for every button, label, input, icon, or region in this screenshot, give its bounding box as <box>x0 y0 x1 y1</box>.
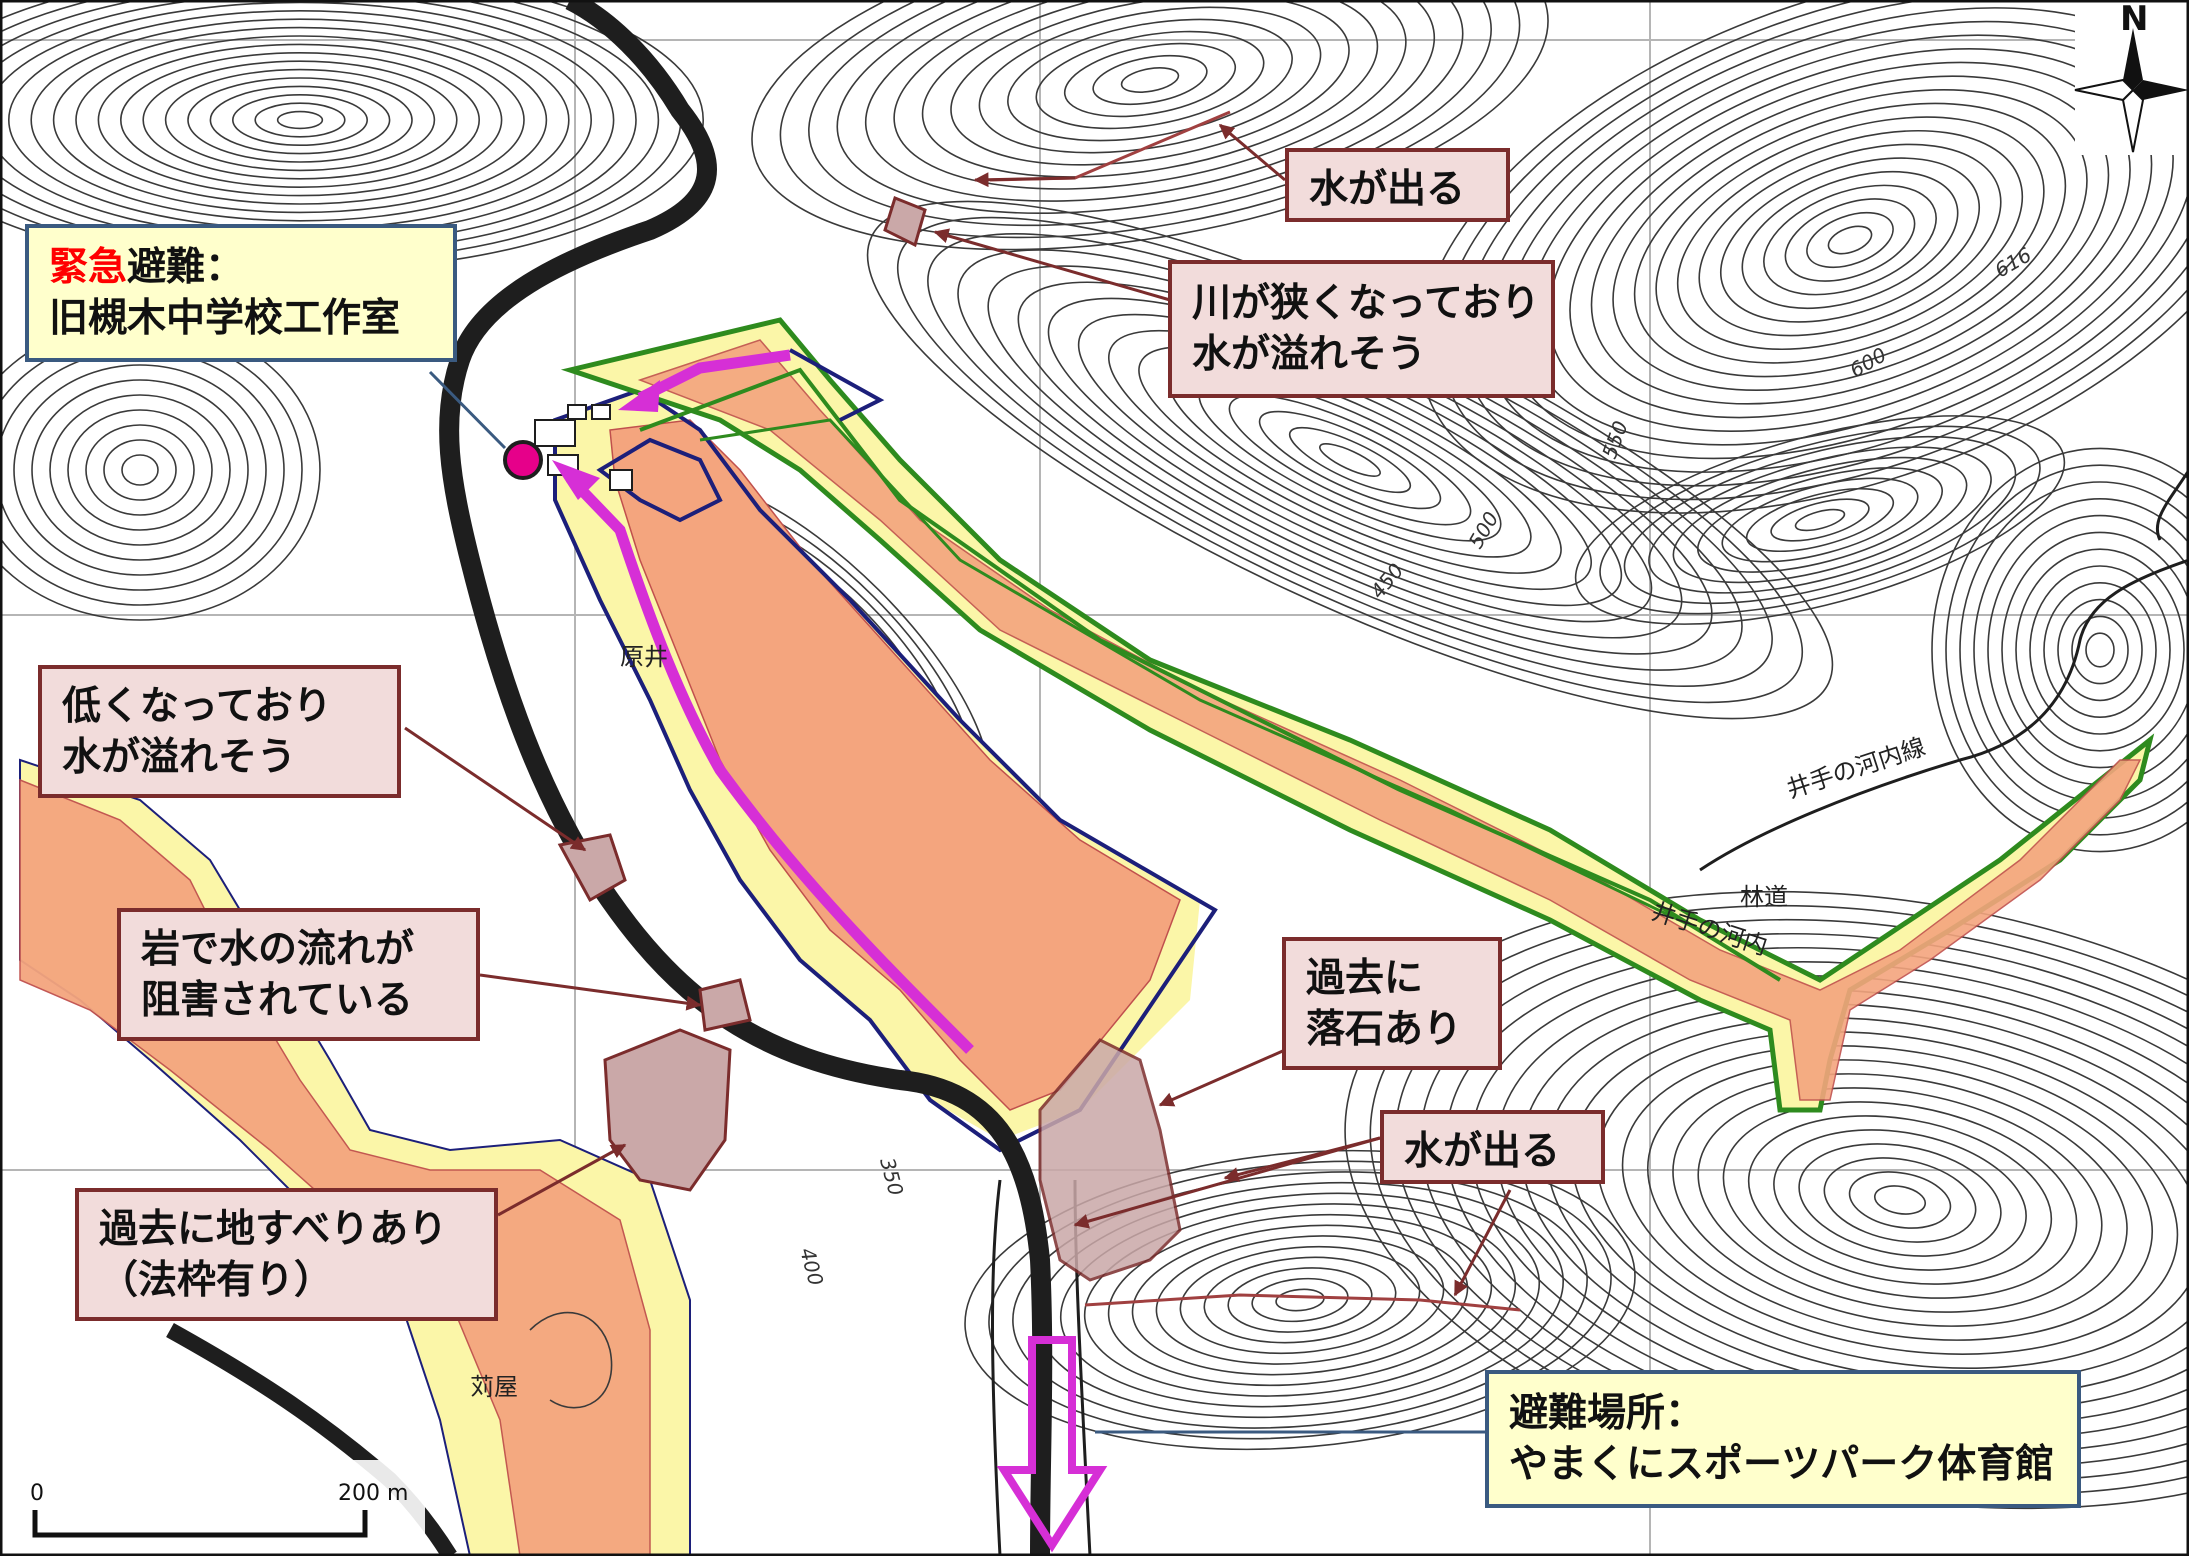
place-label-harai: 原井 <box>620 643 668 671</box>
forest-road-label-1: 林道 <box>1740 883 1788 911</box>
river-tributary <box>166 1323 457 1556</box>
river-narrow-line1: 川が狭くなっており <box>1192 281 1540 326</box>
river-narrow-callout: 川が狭くなっており 水が溢れそう <box>1168 260 1555 398</box>
scale-end: 200 m <box>338 1481 408 1506</box>
low-overflow-line2: 水が溢れそう <box>62 735 297 781</box>
landslide-line1: 過去に地すべりあり <box>99 1207 448 1252</box>
place-label-kariya: 苅屋 <box>470 1373 518 1401</box>
emergency-prefix: 緊急 <box>49 245 128 290</box>
rock-block-callout: 岩で水の流れが 阻害されている <box>117 908 480 1041</box>
stream-hazard-corridor <box>560 317 2155 1113</box>
low-overflow-line1: 低くなっており <box>62 684 332 729</box>
emergency-line2: 旧槻木中学校工作室 <box>49 296 401 342</box>
emergency-shelter-callout: 緊急避難： 旧槻木中学校工作室 <box>25 224 457 362</box>
shelter-callout: 避難場所： やまくにスポーツパーク体育館 <box>1485 1370 2081 1508</box>
river-narrow-line2: 水が溢れそう <box>1192 332 1427 378</box>
water-out-mid-callout: 水が出る <box>1380 1110 1605 1184</box>
scale-start: 0 <box>30 1481 44 1506</box>
water-out-mid-line1: 水が出る <box>1404 1129 1561 1174</box>
emergency-line1: 避難： <box>127 245 245 290</box>
evacuation-routes <box>552 349 1108 1553</box>
shelter-leaders <box>428 370 1485 1434</box>
landslide-callout: 過去に地すべりあり （法枠有り） <box>75 1188 498 1321</box>
water-out-top-line1: 水が出る <box>1309 167 1466 212</box>
low-overflow-callout: 低くなっており 水が溢れそう <box>38 665 401 798</box>
water-out-top-callout: 水が出る <box>1285 148 1510 222</box>
emergency-shelter-marker <box>503 440 543 480</box>
rock-block-line1: 岩で水の流れが <box>141 927 415 972</box>
rockfall-line1: 過去に <box>1306 956 1424 1001</box>
north-letter: N <box>2120 0 2148 39</box>
rock-block-line2: 阻害されている <box>141 978 413 1024</box>
shelter-line1: 避難場所： <box>1509 1391 1705 1436</box>
rockfall-line2: 落石あり <box>1306 1007 1463 1053</box>
callout-leaders <box>404 123 1512 1297</box>
shelter-line2: やまくにスポーツパーク体育館 <box>1509 1442 2055 1488</box>
scale-bar: 0 200 m <box>15 1460 425 1556</box>
north-arrow-icon: N <box>2074 0 2189 155</box>
landslide-line2: （法枠有り） <box>99 1258 334 1304</box>
rockfall-callout: 過去に 落石あり <box>1282 937 1502 1070</box>
central-hazard-zone <box>553 387 1218 1153</box>
river <box>439 0 1053 1556</box>
school-buildings <box>534 404 633 491</box>
